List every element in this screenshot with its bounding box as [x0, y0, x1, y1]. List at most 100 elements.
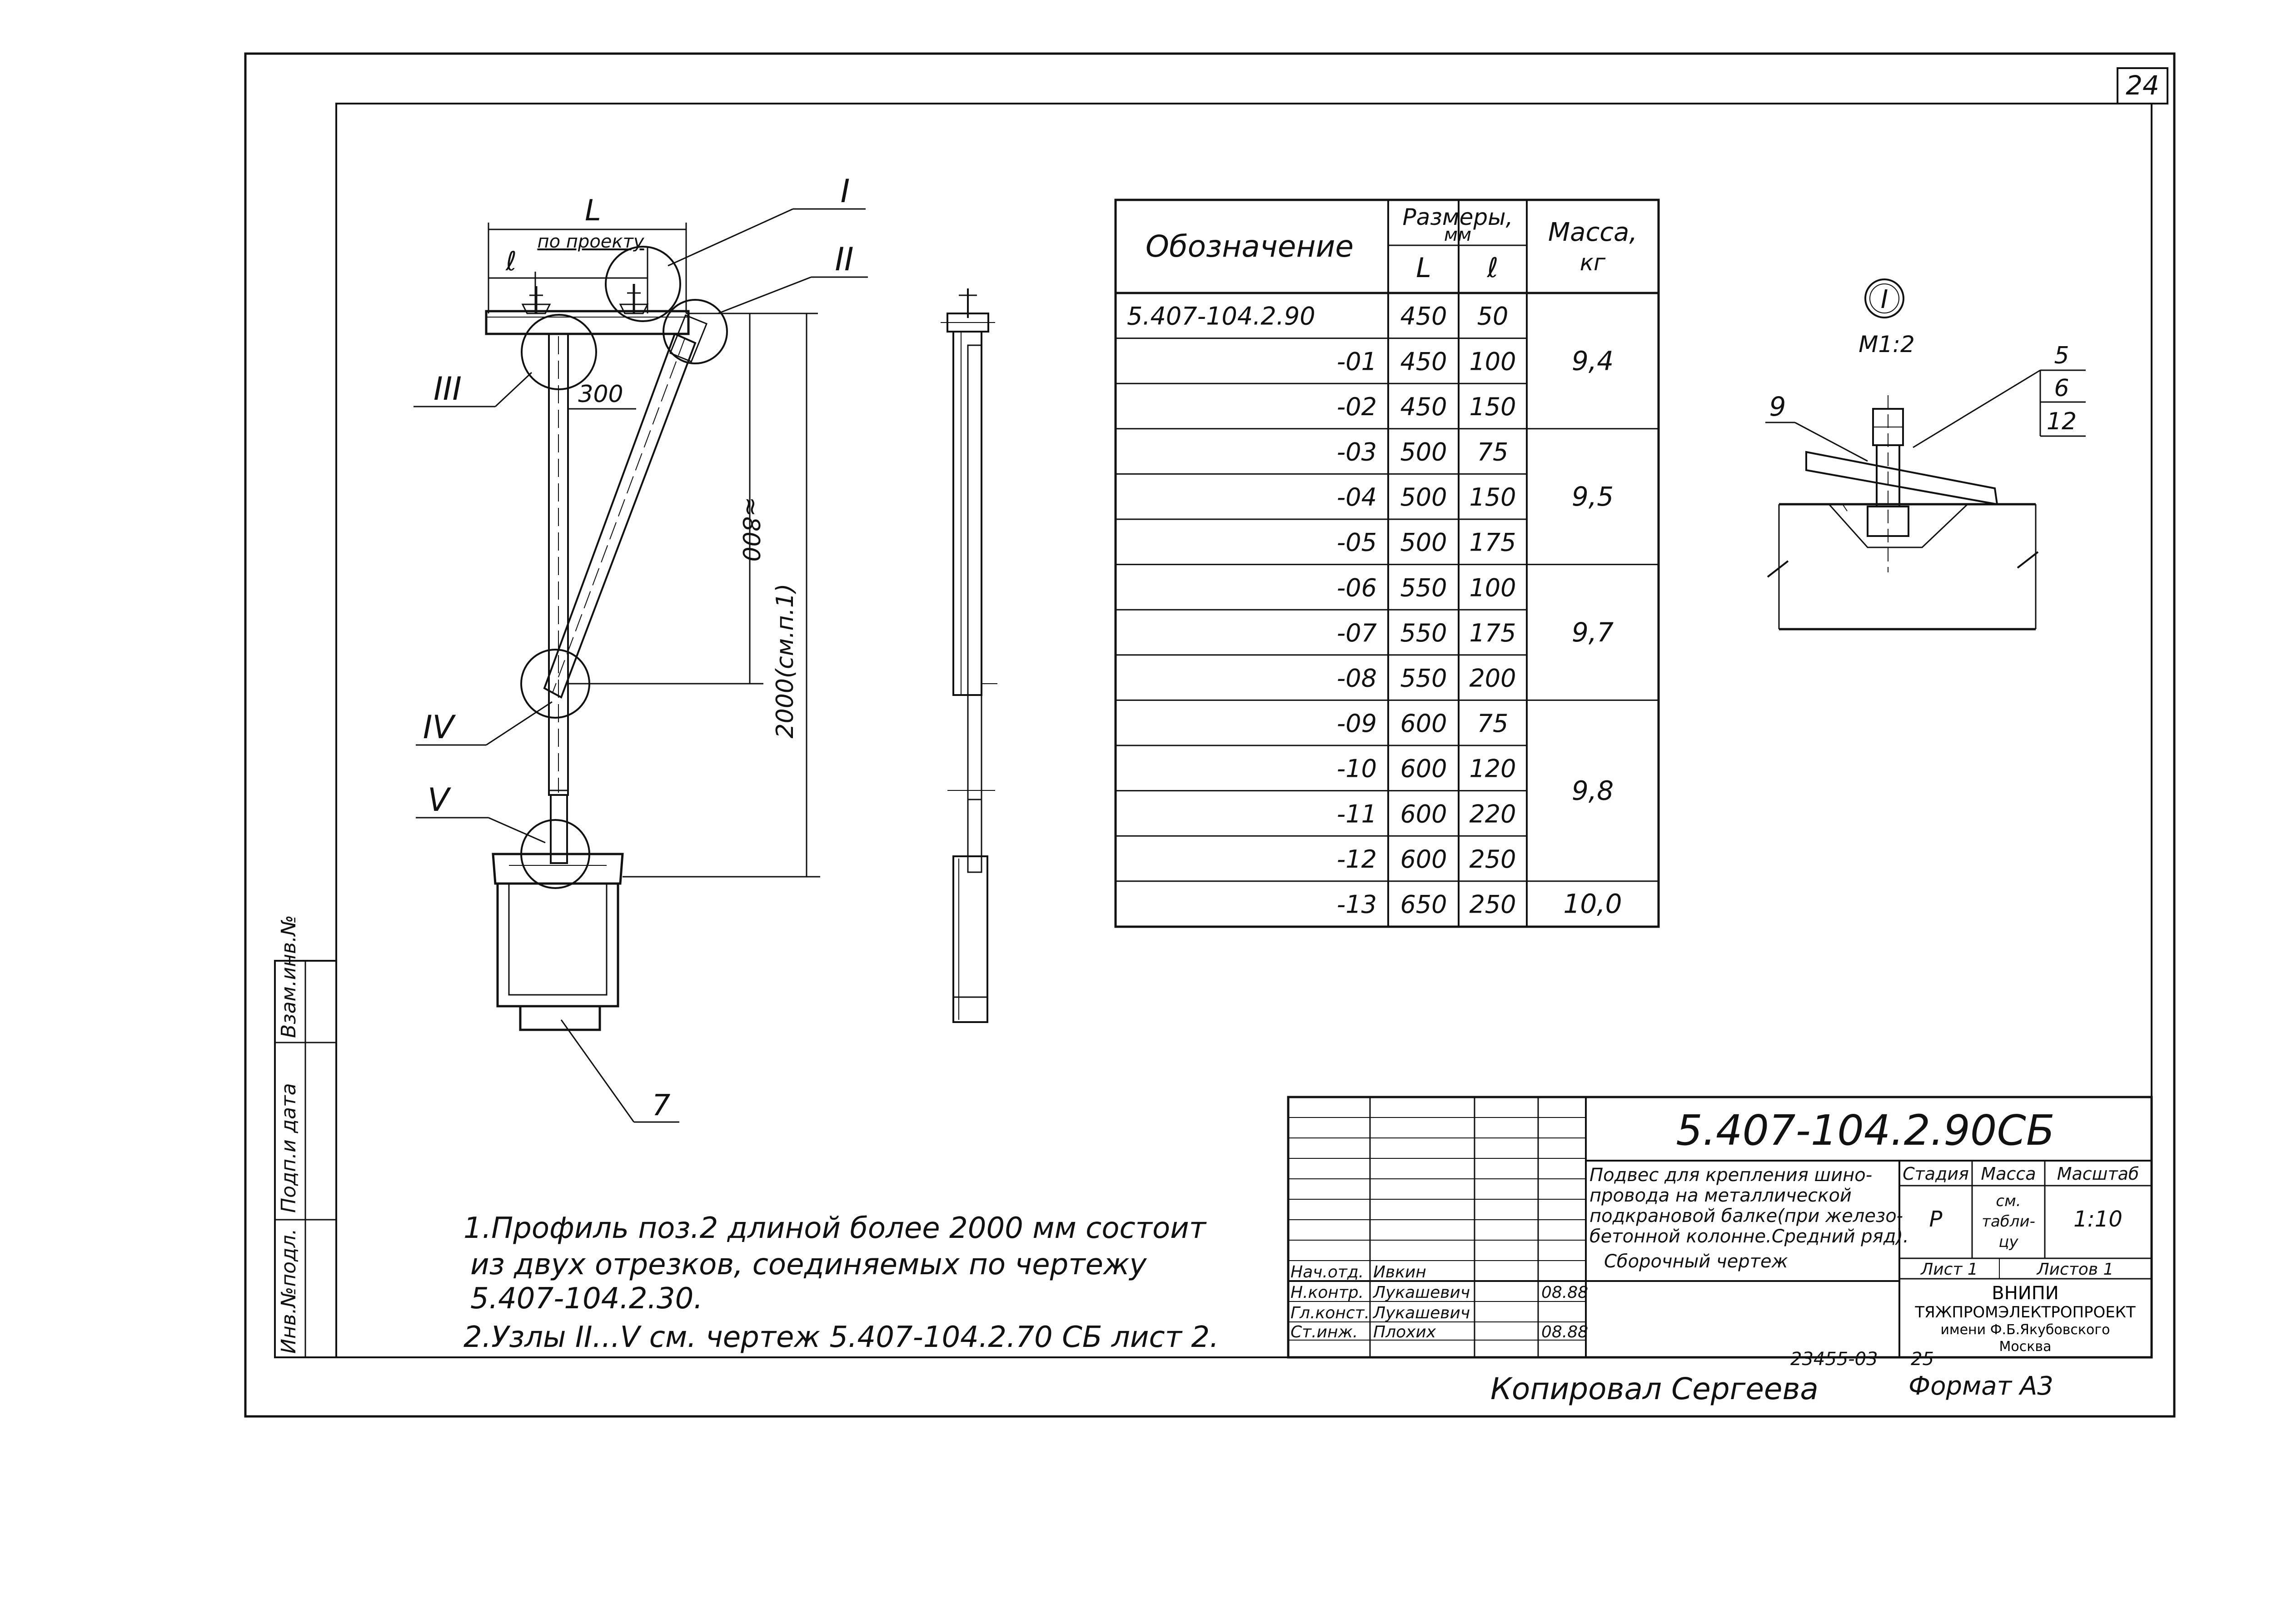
desc-line-4: бетонной колонне.Средний ряд).	[1589, 1226, 1909, 1247]
detail-wedge-plate	[1805, 451, 1998, 506]
pos-9: 9	[1769, 391, 1786, 422]
footer: Копировал Сергеева 23455-03 25 Формат А3	[1490, 1349, 2053, 1406]
table-cell-l: 75	[1477, 438, 1509, 467]
signature-name: Лукашевич	[1372, 1304, 1470, 1322]
bolt-left	[521, 286, 551, 314]
table-cell-L: 500	[1400, 528, 1447, 557]
mass-value-2: табли-	[1982, 1212, 2035, 1231]
table-cell-L: 500	[1400, 483, 1447, 512]
stage-label: Стадия	[1903, 1164, 1969, 1184]
signature-name: Лукашевич	[1372, 1283, 1470, 1302]
th-L: L	[1416, 252, 1431, 284]
mass-label: Масса	[1981, 1164, 2036, 1184]
signature-name: Плохих	[1373, 1323, 1436, 1341]
table-cell-designation: -06	[1337, 573, 1377, 602]
signature-date: 08.88	[1541, 1283, 1588, 1302]
table-cell-l: 150	[1469, 392, 1516, 421]
dim-L-label: L	[585, 194, 601, 228]
dim-l-label: ℓ	[505, 246, 517, 277]
th-l: ℓ	[1487, 252, 1499, 284]
detail-I-label: I	[1881, 285, 1888, 314]
th-sizes-unit: мм	[1444, 224, 1471, 245]
pos-5: 5	[2054, 342, 2069, 369]
table-cell-L: 600	[1400, 800, 1447, 828]
signature-role: Гл.конст.	[1290, 1304, 1370, 1322]
table-cell-L: 650	[1400, 890, 1447, 919]
table-cell-L: 600	[1400, 845, 1447, 874]
callout-III: III	[433, 370, 462, 407]
detail-I-marker	[1864, 278, 1904, 318]
mass-value-3: цу	[1998, 1233, 2018, 1251]
table-cell-designation: -11	[1337, 800, 1377, 828]
table-cell-designation: -01	[1337, 347, 1377, 376]
table-cell-l: 75	[1477, 709, 1509, 738]
table-cell-designation: -08	[1337, 664, 1377, 693]
table-cell-l: 100	[1469, 347, 1516, 376]
signature-role: Нач.отд.	[1290, 1263, 1364, 1281]
table-cell-mass: 9,7	[1572, 617, 1614, 648]
desc-line-5: Сборочный чертеж	[1604, 1251, 1788, 1272]
table-cell-designation: -12	[1337, 845, 1377, 874]
table-cell-l: 220	[1469, 800, 1516, 828]
th-sizes: Размеры,	[1403, 204, 1513, 230]
org-line-1: ВНИПИ	[1992, 1283, 2058, 1304]
elevation-view: L ℓ по проекту	[414, 173, 868, 1123]
side-stamp-replace-inv: Взам.инв.№	[277, 915, 300, 1038]
th-mass: Масса,	[1548, 218, 1637, 247]
dim-2000-label: 2000(см.п.1)	[772, 584, 799, 739]
note1-line3: 5.407-104.2.30.	[470, 1282, 703, 1316]
table-cell-L: 450	[1400, 347, 1447, 376]
table-cell-l: 150	[1469, 483, 1516, 512]
copied-by: Копировал Сергеева	[1490, 1371, 1819, 1406]
table-cell-l: 175	[1469, 619, 1516, 647]
table-cell-L: 450	[1400, 392, 1447, 421]
detail-scale: М1:2	[1858, 331, 1915, 358]
table-cell-designation: -13	[1337, 890, 1377, 919]
pos-12: 12	[2047, 408, 2077, 435]
sheet-number-box: 24	[2117, 67, 2168, 104]
table-cell-l: 50	[1477, 302, 1509, 331]
org-line-4: Москва	[1999, 1339, 2052, 1355]
callout-7: 7	[652, 1089, 671, 1122]
signature-role: Ст.инж.	[1290, 1323, 1358, 1341]
inclined-brace	[543, 333, 697, 699]
notes: 1.Профиль поз.2 длиной более 2000 мм сос…	[463, 1212, 1219, 1354]
sheet-label: Лист 1	[1920, 1260, 1978, 1279]
table-masses: 9,49,59,79,810,0	[1527, 345, 1659, 919]
callout-I: I	[841, 173, 850, 210]
table-cell-designation: -02	[1337, 392, 1377, 421]
sheets-label: Листов 1	[2036, 1260, 2114, 1279]
inner-frame	[335, 103, 2152, 1358]
order-number: 23455-03	[1790, 1349, 1878, 1370]
table-cell-mass: 9,4	[1572, 345, 1614, 376]
table-cell-l: 200	[1469, 664, 1516, 693]
desc-line-2: провода на металлической	[1589, 1185, 1852, 1206]
table-cell-L: 550	[1400, 619, 1447, 647]
callout-II: II	[835, 241, 853, 278]
title-block: 5.407-104.2.90СБ Подвес для крепления ши…	[1287, 1096, 2153, 1359]
dim-300-label: 300	[578, 381, 623, 408]
table-cell-l: 250	[1469, 890, 1516, 919]
callout-V: V	[428, 781, 451, 819]
detail-nut-bottom	[1867, 506, 1909, 537]
node-circle-II	[663, 299, 728, 364]
th-designation: Обозначение	[1146, 229, 1354, 264]
side-stamp-inv-no: Инв.№подл.	[277, 1228, 300, 1354]
org-line-3: имени Ф.Б.Якубовского	[1940, 1322, 2110, 1338]
note2: 2.Узлы II...V см. чертеж 5.407-104.2.70 …	[463, 1321, 1219, 1354]
table-cell-l: 120	[1469, 755, 1516, 783]
callout-IV: IV	[423, 709, 456, 746]
table-cell-L: 600	[1400, 709, 1447, 738]
table-cell-L: 550	[1400, 573, 1447, 602]
table-cell-designation: -10	[1337, 755, 1377, 783]
outer-frame	[244, 52, 2176, 1418]
mass-value-1: см.	[1996, 1192, 2021, 1210]
side-view	[941, 288, 997, 1023]
table-cell-designation: -07	[1337, 619, 1377, 647]
pos-6: 6	[2054, 375, 2069, 402]
signature-date: 08.88	[1541, 1323, 1588, 1341]
